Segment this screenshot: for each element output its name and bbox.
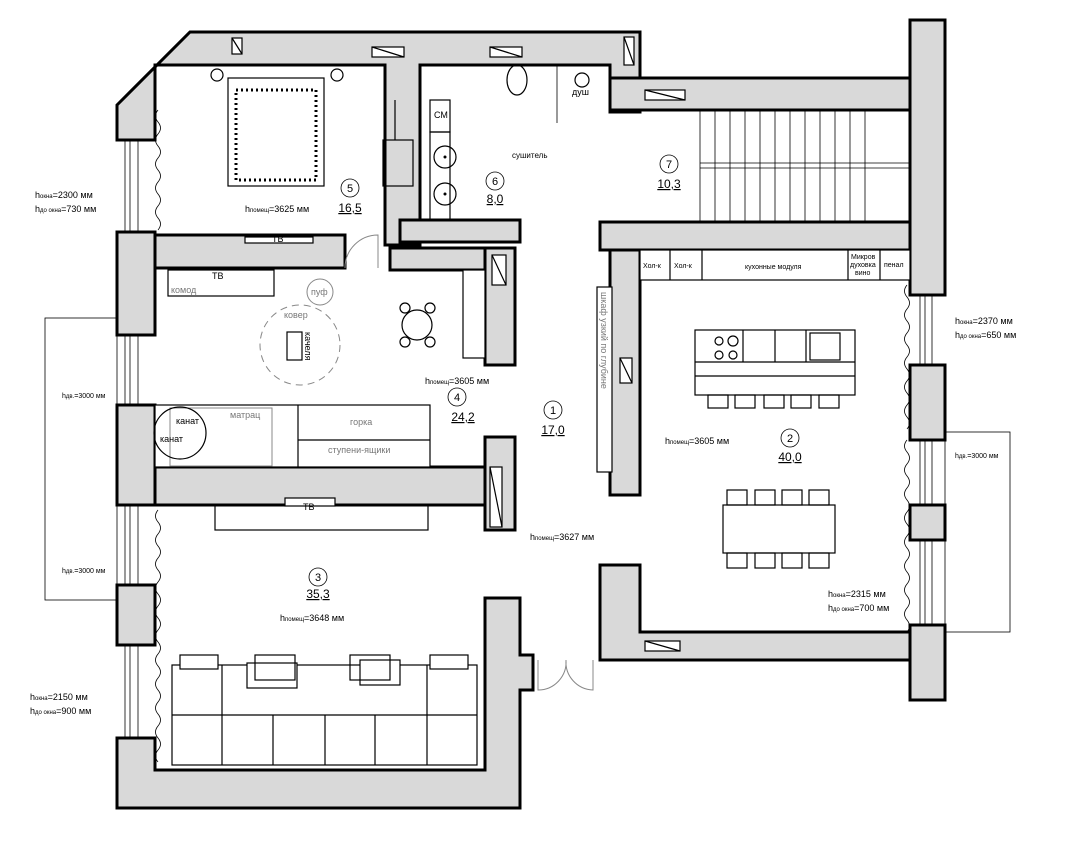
svg-text:hдо окна=650 мм: hдо окна=650 мм bbox=[955, 330, 1016, 340]
door-height-left-upper: hдв.=3000 мм bbox=[62, 393, 106, 400]
builtin-block bbox=[154, 404, 431, 468]
svg-text:5: 5 bbox=[347, 183, 353, 195]
room-1-height: hпомещ=3627 мм bbox=[530, 532, 594, 542]
kitchen-modules bbox=[639, 249, 911, 281]
door-height-right: hдв.=3000 мм bbox=[955, 453, 999, 460]
svg-text:hокна=2315 мм: hокна=2315 мм bbox=[828, 589, 886, 599]
svg-text:hдо окна=900 мм: hдо окна=900 мм bbox=[30, 706, 91, 716]
svg-text:17,0: 17,0 bbox=[541, 423, 565, 437]
kitchen-island bbox=[694, 329, 856, 409]
room-5-label: 5 16,5 bbox=[338, 178, 362, 215]
svg-text:hокна=2150 мм: hокна=2150 мм bbox=[30, 692, 88, 702]
room-3-height: hпомещ=3648 мм bbox=[280, 613, 344, 623]
svg-text:духовка: духовка bbox=[850, 262, 876, 269]
windows bbox=[44, 109, 1011, 763]
narrow-cabinet bbox=[596, 286, 613, 473]
window-label-left-top: hокна=2300 мм hдо окна=730 мм bbox=[35, 190, 96, 214]
bathroom-fixtures bbox=[382, 64, 590, 221]
svg-text:8,0: 8,0 bbox=[487, 192, 504, 206]
room-4-height: hпомещ=3605 мм bbox=[425, 376, 489, 386]
rope-circle bbox=[153, 406, 207, 460]
tv-label-bedroom: ТВ bbox=[272, 234, 284, 244]
window-label-right-top: hокна=2370 мм hдо окна=650 мм bbox=[955, 316, 1016, 340]
bed bbox=[210, 68, 344, 187]
sushitel-label: сушитель bbox=[512, 151, 547, 160]
tv-stand bbox=[244, 236, 314, 244]
kanat-label-1: канат bbox=[176, 416, 199, 426]
svg-text:пенал: пенал bbox=[884, 262, 904, 269]
svg-text:Хол-к: Хол-к bbox=[643, 263, 662, 270]
sm-label: СМ bbox=[434, 110, 448, 120]
svg-text:Хол-к: Хол-к bbox=[674, 263, 693, 270]
svg-text:35,3: 35,3 bbox=[306, 587, 330, 601]
svg-text:1: 1 bbox=[550, 405, 556, 417]
staircase bbox=[699, 110, 910, 222]
tv-cabinet bbox=[214, 504, 429, 531]
komod-label: комод bbox=[171, 285, 197, 295]
svg-text:2: 2 bbox=[787, 433, 793, 445]
carpet bbox=[259, 304, 341, 386]
room-5-height: hпомещ=3625 мм bbox=[245, 204, 309, 214]
swing bbox=[286, 331, 303, 361]
room-6-label: 6 8,0 bbox=[485, 171, 505, 206]
svg-text:hокна=2370 мм: hокна=2370 мм bbox=[955, 316, 1013, 326]
svg-text:4: 4 bbox=[454, 392, 460, 404]
round-table bbox=[399, 302, 436, 348]
room-2-label: 2 40,0 bbox=[778, 428, 802, 464]
window-label-left-bottom: hокна=2150 мм hдо окна=900 мм bbox=[30, 692, 91, 716]
komod bbox=[167, 269, 275, 297]
shkaf-label: шкаф узкий по глубине bbox=[599, 292, 609, 389]
svg-text:кухонные модуля: кухонные модуля bbox=[745, 264, 802, 271]
svg-text:16,5: 16,5 bbox=[338, 201, 362, 215]
svg-text:hдо окна=730 мм: hдо окна=730 мм bbox=[35, 204, 96, 214]
room-4-label: 4 24,2 bbox=[447, 387, 475, 424]
stupeni-label: ступени-ящики bbox=[328, 445, 390, 455]
matrac-label: матрац bbox=[230, 410, 260, 420]
tv-label-living: ТВ bbox=[303, 502, 315, 512]
room-1-label: 1 17,0 bbox=[541, 400, 565, 437]
kitchen-labels: Хол-к Хол-к кухонные модуля Микров духов… bbox=[643, 254, 904, 277]
room-7-label: 7 10,3 bbox=[657, 154, 681, 191]
kover-label: ковер bbox=[284, 310, 308, 320]
room-2-height: hпомещ=3605 мм bbox=[665, 436, 729, 446]
svg-text:hдо окна=700 мм: hдо окна=700 мм bbox=[828, 603, 889, 613]
svg-text:24,2: 24,2 bbox=[451, 410, 475, 424]
tv-label-komod: ТВ bbox=[212, 271, 224, 281]
svg-text:10,3: 10,3 bbox=[657, 177, 681, 191]
room-3-label: 3 35,3 bbox=[306, 567, 330, 601]
svg-text:6: 6 bbox=[492, 176, 498, 188]
door-height-left-lower: hдв.=3000 мм bbox=[62, 568, 106, 575]
kachelya-label: качеля bbox=[303, 332, 313, 361]
puf-label: пуф bbox=[311, 287, 328, 297]
vent-icons bbox=[231, 36, 686, 652]
dining-table bbox=[722, 489, 836, 569]
svg-text:40,0: 40,0 bbox=[778, 450, 802, 464]
dush-label: душ bbox=[572, 87, 589, 97]
svg-text:hокна=2300 мм: hокна=2300 мм bbox=[35, 190, 93, 200]
sofa bbox=[171, 654, 478, 766]
puf bbox=[306, 278, 334, 306]
svg-text:3: 3 bbox=[315, 572, 321, 584]
svg-text:7: 7 bbox=[666, 159, 672, 171]
window-label-right-bottom: hокна=2315 мм hдо окна=700 мм bbox=[828, 589, 889, 613]
door-bedroom[interactable] bbox=[344, 234, 379, 269]
svg-text:вино: вино bbox=[855, 270, 870, 277]
svg-text:Микров: Микров bbox=[851, 254, 876, 261]
gorka-label: горка bbox=[350, 417, 372, 427]
cabinet bbox=[462, 269, 486, 359]
kanat-label-2: канат bbox=[160, 434, 183, 444]
door-entrance[interactable] bbox=[537, 659, 594, 691]
walls bbox=[115, 18, 947, 810]
